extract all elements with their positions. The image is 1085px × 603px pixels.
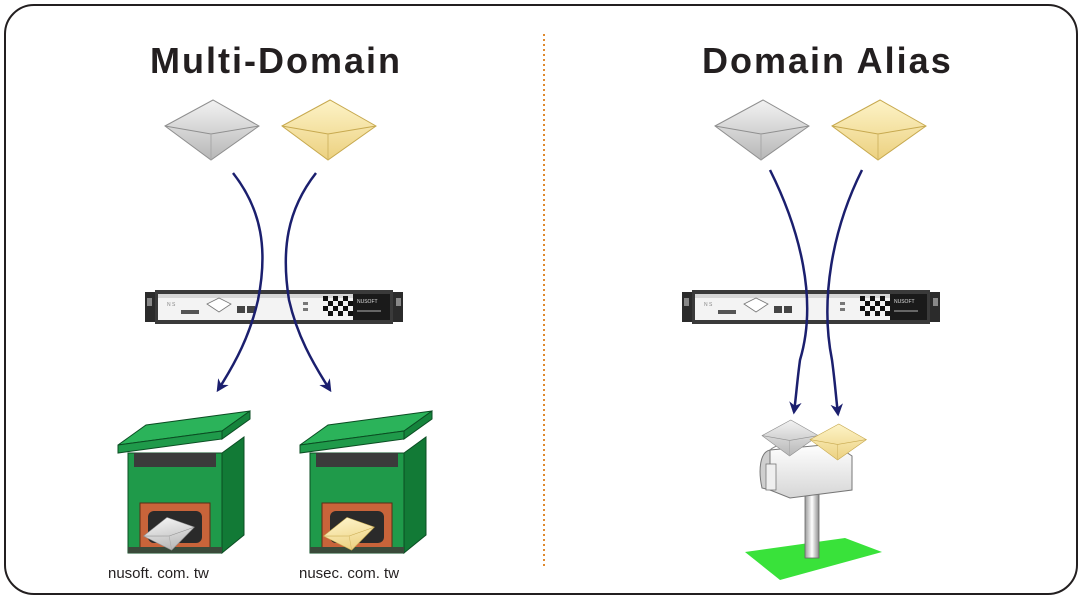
domain-alias-title: Domain Alias [702,40,953,81]
arrow-icon [284,172,332,393]
mailbox-label-nusoft: nusoft. com. tw [108,565,209,582]
envelope-icon [831,99,927,161]
envelope-icon [281,99,377,161]
mailbox-label-nusec: nusec. com. tw [299,565,400,582]
envelope-icon [164,99,260,161]
envelope-icon [714,99,810,161]
arrow-icon [826,169,864,417]
post-mailbox-icon [745,439,882,580]
mail-server-appliance [681,289,941,325]
arrow-icon [768,169,809,415]
multi-domain-title: Multi-Domain [150,40,402,81]
mail-server-appliance [144,289,404,325]
arrow-icon [216,172,264,393]
